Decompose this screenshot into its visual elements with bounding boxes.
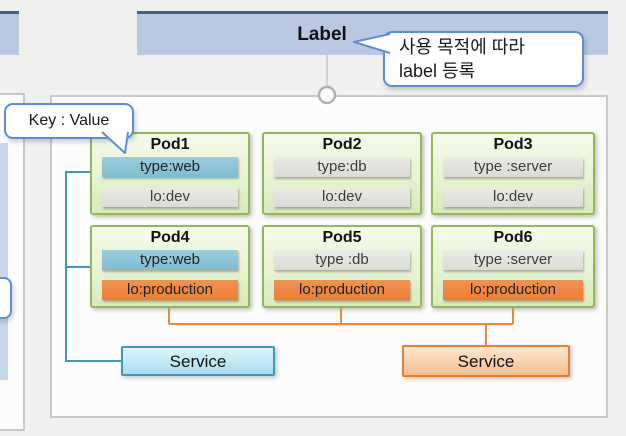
pod-label-chip: lo:dev <box>102 187 238 207</box>
pod-label-chip: type:db <box>274 157 410 177</box>
label-usage-callout-line1: 사용 목적에 따라 <box>399 37 525 57</box>
pod-title: Pod5 <box>322 229 362 246</box>
pod-title: Pod4 <box>150 229 190 246</box>
pod-label-chip: lo:production <box>443 280 583 300</box>
label-usage-callout: 사용 목적에 따라 label 등록 <box>383 31 584 87</box>
pod-label-chip: type :db <box>274 250 410 270</box>
label-usage-callout-line2: label 등록 <box>399 61 476 81</box>
pod-title: Pod6 <box>493 229 533 246</box>
left-partial-blue-box <box>0 143 8 380</box>
pod-box: Pod4 type:web lo:production <box>90 225 250 308</box>
pod-title: Pod2 <box>322 136 362 153</box>
pod-label-chip: lo:dev <box>443 187 583 207</box>
service-box-orange: Service <box>402 345 570 377</box>
pod-box: Pod1 type:web lo:dev <box>90 132 250 215</box>
pod-label-chip: lo:dev <box>274 187 410 207</box>
pod-label-chip: type :server <box>443 157 583 177</box>
pod-label-chip: type:web <box>102 250 238 270</box>
key-value-callout: Key : Value <box>4 103 134 139</box>
pod-title: Pod3 <box>493 136 533 153</box>
pod-label-chip: lo:production <box>274 280 410 300</box>
header-bar-left-stub <box>0 11 19 55</box>
left-partial-callout-edge <box>0 277 12 319</box>
pod-label-chip: lo:production <box>102 280 238 300</box>
pod-label-chip: type :server <box>443 250 583 270</box>
pod-label-chip: type:web <box>102 157 238 177</box>
pod-box: Pod5 type :db lo:production <box>262 225 422 308</box>
pod-box: Pod3 type :server lo:dev <box>431 132 595 215</box>
service-box-blue: Service <box>121 346 275 376</box>
pod-box: Pod6 type :server lo:production <box>431 225 595 308</box>
section-title: Label <box>297 24 347 45</box>
pod-box: Pod2 type:db lo:dev <box>262 132 422 215</box>
pod-title: Pod1 <box>150 136 190 153</box>
